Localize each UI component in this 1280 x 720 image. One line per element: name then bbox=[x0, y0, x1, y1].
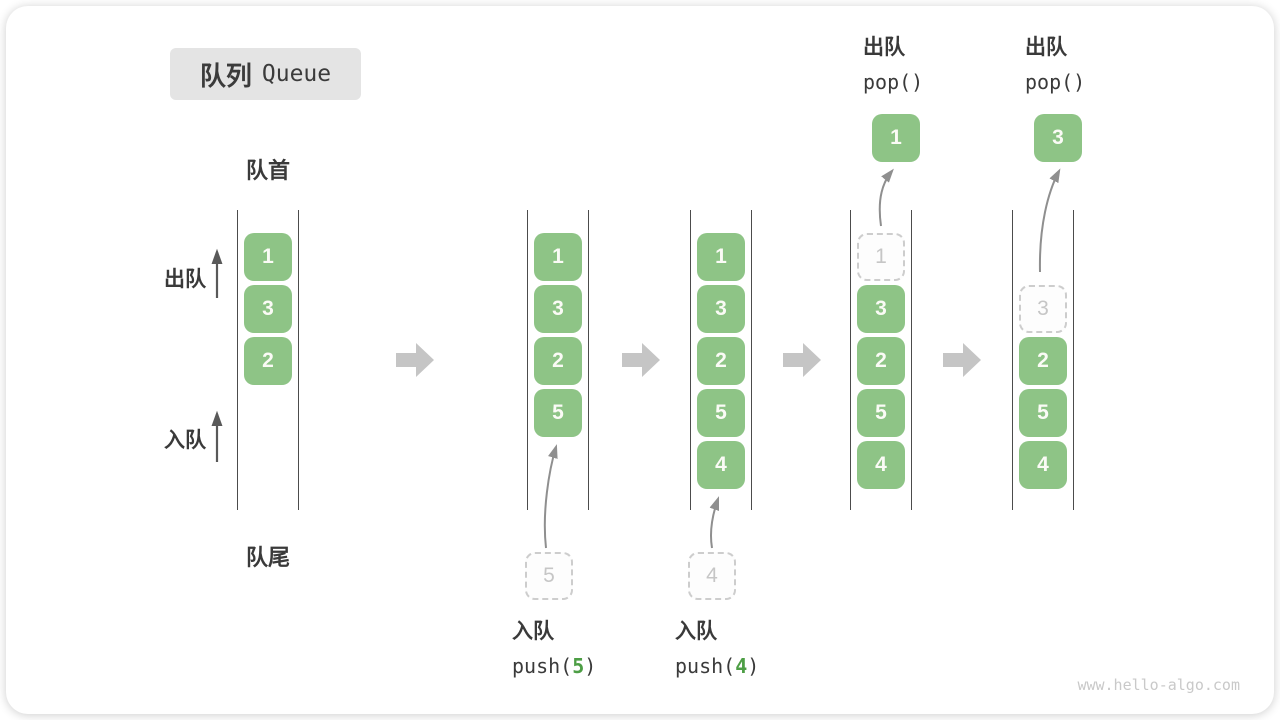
queue-cell: 5 bbox=[1019, 389, 1067, 437]
op-label-code: pop() bbox=[1025, 65, 1085, 100]
queue-cell: 2 bbox=[1019, 337, 1067, 385]
queue-cell: 3 bbox=[697, 285, 745, 333]
diagram-card bbox=[6, 6, 1274, 714]
queue-channel-pop-3 bbox=[1012, 210, 1074, 510]
queue-cell: 3 bbox=[857, 285, 905, 333]
queue-channel-initial bbox=[237, 210, 299, 510]
op-label-code: push(4) bbox=[675, 649, 759, 684]
queue-cell: 1 bbox=[534, 233, 582, 281]
queue-cell: 4 bbox=[697, 441, 745, 489]
op-label-pop-3: 出队 pop() bbox=[1025, 30, 1085, 100]
queue-cell: 5 bbox=[534, 389, 582, 437]
pending-cell: 4 bbox=[688, 552, 736, 600]
op-label-zh: 入队 bbox=[675, 620, 717, 643]
queue-channel-pop-1 bbox=[850, 210, 912, 510]
op-code-arg: 5 bbox=[572, 654, 585, 678]
title-box: 队列 Queue bbox=[170, 48, 361, 100]
queue-cell: 3 bbox=[1019, 285, 1067, 333]
popped-cell: 3 bbox=[1034, 114, 1082, 162]
queue-cell: 2 bbox=[244, 337, 292, 385]
op-code-text: push( bbox=[512, 654, 573, 678]
pending-cell: 5 bbox=[525, 552, 573, 600]
queue-cell: 2 bbox=[857, 337, 905, 385]
op-code-text: ) bbox=[584, 654, 597, 678]
queue-front-label: 队首 bbox=[245, 158, 290, 183]
op-code-text: push( bbox=[675, 654, 736, 678]
queue-cell: 3 bbox=[244, 285, 292, 333]
queue-cell: 5 bbox=[697, 389, 745, 437]
op-label-code: pop() bbox=[863, 65, 923, 100]
queue-cell: 2 bbox=[697, 337, 745, 385]
queue-cell: 1 bbox=[857, 233, 905, 281]
op-label-pop-1: 出队 pop() bbox=[863, 30, 923, 100]
queue-channel-push-5 bbox=[527, 210, 589, 510]
queue-channel-push-4 bbox=[690, 210, 752, 510]
op-label-push-5: 入队 push(5) bbox=[512, 614, 596, 684]
queue-rear-label: 队尾 bbox=[245, 545, 290, 570]
queue-cell: 4 bbox=[857, 441, 905, 489]
queue-cell: 3 bbox=[534, 285, 582, 333]
op-label-push-4: 入队 push(4) bbox=[675, 614, 759, 684]
popped-cell: 1 bbox=[872, 114, 920, 162]
title-zh: 队列 bbox=[199, 60, 252, 91]
queue-cell: 1 bbox=[697, 233, 745, 281]
dequeue-side-label: 出队 bbox=[164, 268, 206, 291]
queue-cell: 2 bbox=[534, 337, 582, 385]
op-label-code: push(5) bbox=[512, 649, 596, 684]
op-code-text: ) bbox=[747, 654, 760, 678]
queue-cell: 1 bbox=[244, 233, 292, 281]
watermark: www.hello-algo.com bbox=[1077, 676, 1240, 694]
op-code-text: pop() bbox=[863, 70, 924, 94]
queue-cell: 5 bbox=[857, 389, 905, 437]
queue-cell: 4 bbox=[1019, 441, 1067, 489]
title-en: Queue bbox=[261, 61, 332, 87]
op-label-zh: 出队 bbox=[1025, 36, 1067, 59]
enqueue-side-label: 入队 bbox=[164, 429, 206, 452]
op-label-zh: 出队 bbox=[863, 36, 905, 59]
op-code-text: pop() bbox=[1025, 70, 1086, 94]
op-code-arg: 4 bbox=[735, 654, 748, 678]
op-label-zh: 入队 bbox=[512, 620, 554, 643]
